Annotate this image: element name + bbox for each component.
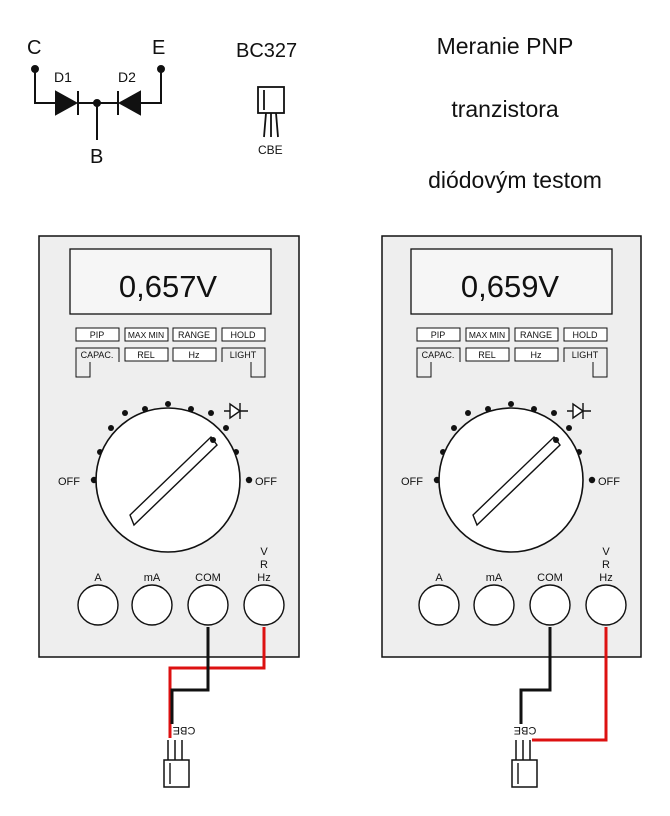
pnp-diode-schematic: C E B D1 D2: [27, 37, 165, 168]
black-test-lead: [519, 627, 552, 724]
button-hold-label: HOLD: [230, 330, 256, 340]
button-pip-label: PIP: [90, 330, 105, 340]
button-rel[interactable]: [465, 347, 510, 362]
lcd-display: [69, 248, 272, 315]
button-pip[interactable]: [75, 327, 120, 342]
title-line-1: Meranie PNP: [437, 33, 574, 59]
diode-d2-icon: [117, 90, 141, 116]
button-hold[interactable]: [221, 327, 266, 342]
selector-pointer: [472, 435, 561, 527]
selector-pointer-dot: [553, 437, 559, 443]
page-title: Meranie PNP tranzistora diódovým testom: [428, 33, 602, 193]
jack-com-label: COM: [537, 572, 563, 584]
button-capac-label: CAPAC.: [422, 350, 455, 360]
jack-hz-label: Hz: [257, 572, 270, 584]
label-d2: D2: [118, 69, 136, 85]
probe-transistor-body-icon: [163, 759, 190, 788]
red-test-lead: [532, 627, 608, 742]
red-test-lead: [168, 627, 266, 738]
probe-transistor-body-icon: [511, 759, 538, 788]
multimeter-2: 0,659V PIP MAX MIN RANGE HOLD CAPAC. REL…: [381, 235, 642, 742]
button-range[interactable]: [172, 327, 217, 342]
button-max-min-label: MAX MIN: [128, 330, 164, 340]
button-capac[interactable]: [75, 347, 120, 362]
button-max-min-label: MAX MIN: [469, 330, 505, 340]
lcd-reading: 0,659V: [461, 269, 560, 304]
jack-ma-label: mA: [486, 572, 503, 584]
transistor-body-icon: [257, 86, 285, 114]
jack-v-ohm-hz[interactable]: [585, 584, 627, 626]
lcd-display: [410, 248, 613, 315]
jack-a[interactable]: [77, 584, 119, 626]
button-hold[interactable]: [563, 327, 608, 342]
transistor-probe-2: CBE: [511, 724, 538, 788]
off-left-label: OFF: [58, 476, 80, 488]
button-range-label: RANGE: [178, 330, 210, 340]
transistor-probe-1: CBE: [163, 724, 196, 788]
button-max-min[interactable]: [465, 327, 510, 342]
jack-v-ohm-hz[interactable]: [243, 584, 285, 626]
jack-r-label: R: [260, 559, 268, 571]
label-d1: D1: [54, 69, 72, 85]
jack-ma[interactable]: [131, 584, 173, 626]
jack-r-label: R: [602, 559, 610, 571]
jack-a[interactable]: [418, 584, 460, 626]
transistor-model: BC327: [236, 40, 297, 62]
black-test-lead: [170, 627, 210, 724]
button-pip-label: PIP: [431, 330, 446, 340]
jack-com-label: COM: [195, 572, 221, 584]
off-right-label: OFF: [255, 476, 277, 488]
button-max-min[interactable]: [124, 327, 169, 342]
button-range[interactable]: [514, 327, 559, 342]
button-light-label: LIGHT: [230, 350, 257, 360]
button-rel-label: REL: [137, 350, 155, 360]
multimeter-1: 0,657V PIP MAX MIN RANGE HOLD CAPAC. REL…: [38, 235, 300, 738]
jack-ma[interactable]: [473, 584, 515, 626]
label-base: B: [90, 146, 103, 168]
button-hz[interactable]: [172, 347, 217, 362]
button-range-label: RANGE: [520, 330, 552, 340]
button-rel[interactable]: [124, 347, 169, 362]
transistor-pin-labels: CBE: [258, 143, 283, 157]
jack-hz-label: Hz: [599, 572, 612, 584]
button-light-label: LIGHT: [572, 350, 599, 360]
selector-pointer-dot: [210, 437, 216, 443]
diode-d1-icon: [55, 90, 79, 116]
jack-v-label: V: [260, 546, 268, 558]
title-line-2: tranzistora: [451, 96, 559, 122]
jack-ma-label: mA: [144, 572, 161, 584]
button-hz-label: Hz: [189, 350, 200, 360]
probe-pin-labels: CBE: [514, 724, 537, 736]
jack-com[interactable]: [187, 584, 229, 626]
jack-a-label: A: [94, 572, 102, 584]
diode-symbol-icon: [224, 402, 248, 420]
label-emitter: E: [152, 37, 165, 59]
jack-a-label: A: [435, 572, 443, 584]
button-hold-label: HOLD: [572, 330, 598, 340]
selector-pointer: [129, 435, 218, 527]
button-pip[interactable]: [416, 327, 461, 342]
jack-v-label: V: [602, 546, 610, 558]
probe-pin-labels: CBE: [173, 724, 196, 736]
button-capac-label: CAPAC.: [81, 350, 114, 360]
button-light[interactable]: [221, 347, 266, 362]
label-collector: C: [27, 37, 41, 59]
button-hz-label: Hz: [531, 350, 542, 360]
button-hz[interactable]: [514, 347, 559, 362]
jack-com[interactable]: [529, 584, 571, 626]
diode-symbol-icon: [567, 402, 591, 420]
title-line-3: diódovým testom: [428, 167, 602, 193]
lcd-reading: 0,657V: [119, 269, 218, 304]
button-capac[interactable]: [416, 347, 461, 362]
off-left-label: OFF: [401, 476, 423, 488]
button-rel-label: REL: [478, 350, 496, 360]
off-right-label: OFF: [598, 476, 620, 488]
selector-dots: [433, 401, 596, 484]
button-light[interactable]: [563, 347, 608, 362]
bc327-package: BC327 CBE: [236, 40, 297, 157]
